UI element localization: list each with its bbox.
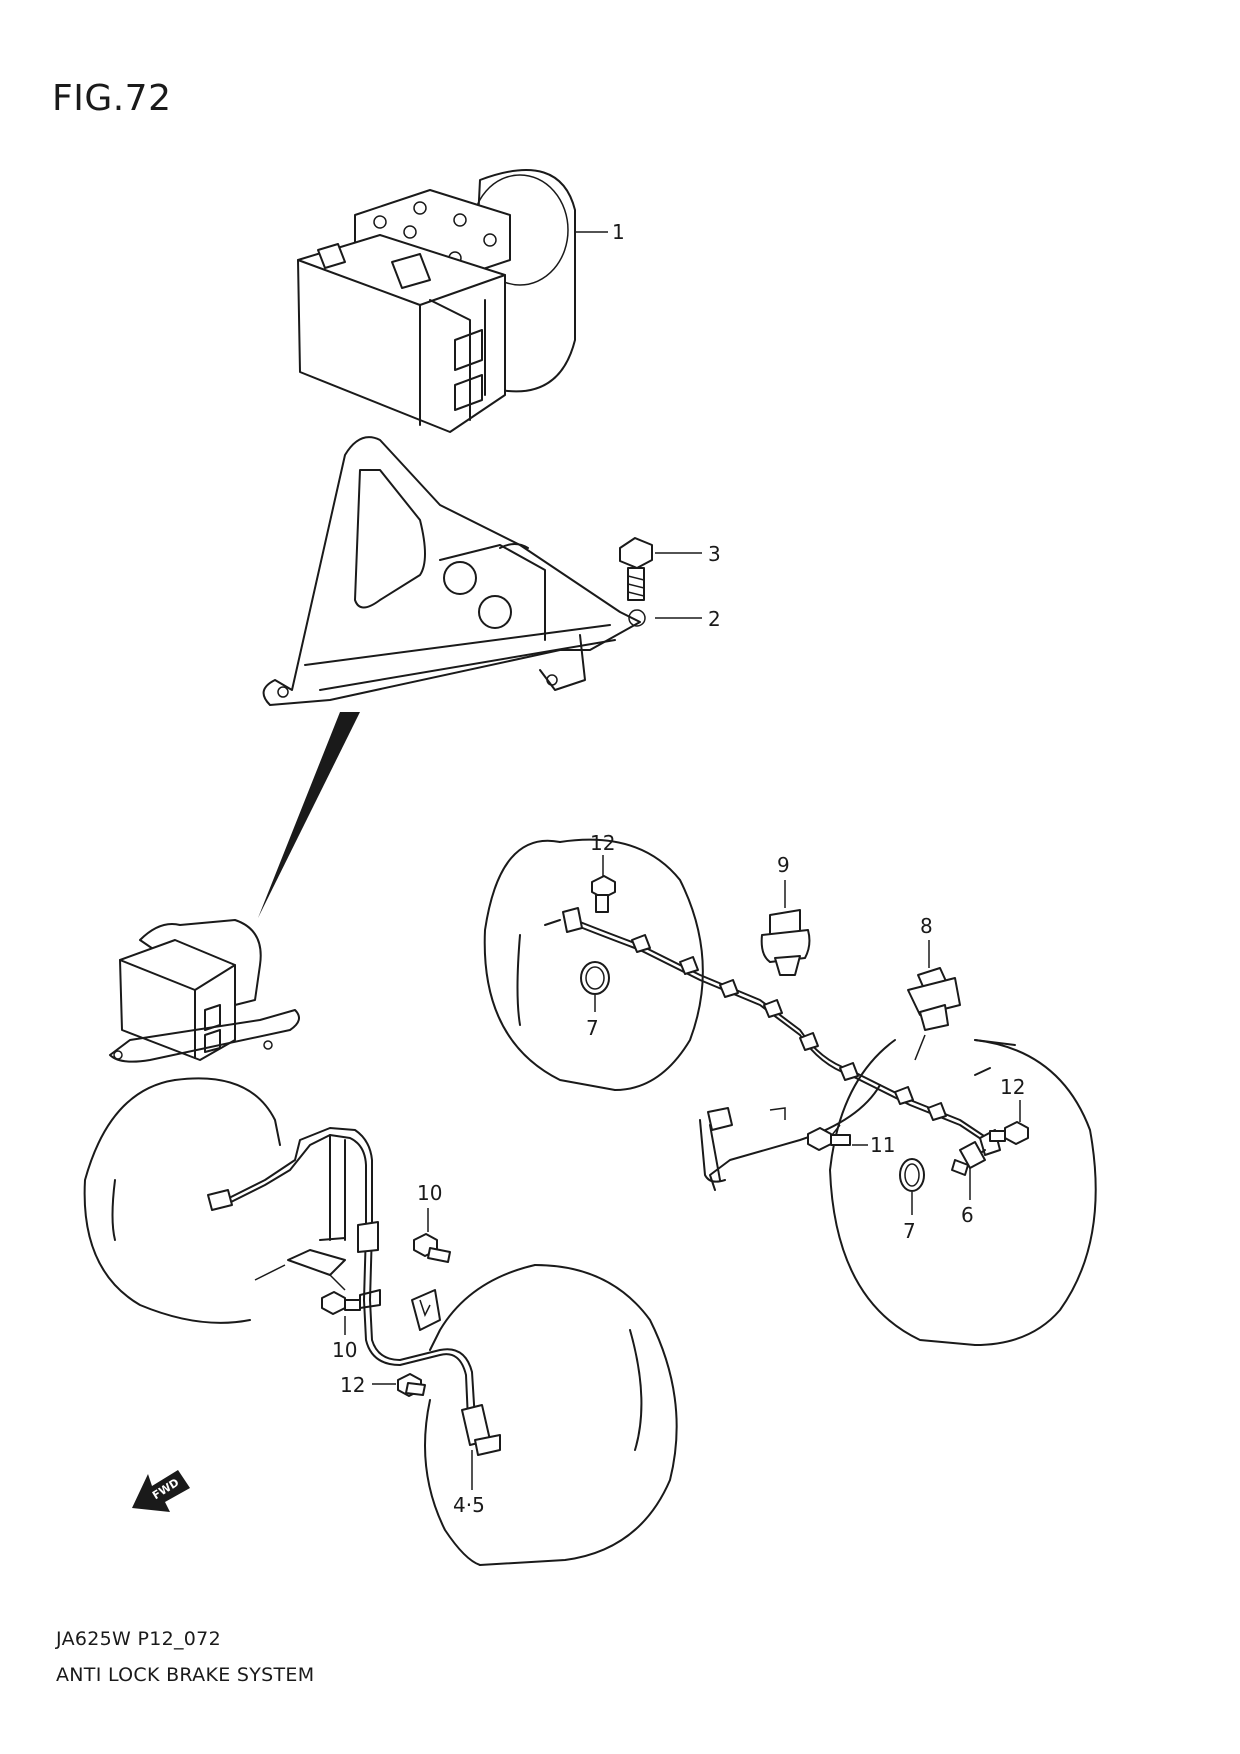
callout-1: 1 [612, 220, 625, 244]
sensor-bolt-12-rear-left[interactable] [591, 875, 616, 913]
sensor-bolt-12-front[interactable] [397, 1373, 426, 1397]
location-pointer [258, 712, 360, 918]
harness-bolt-10-upper[interactable] [413, 1233, 451, 1263]
callout-12b: 12 [1000, 1075, 1025, 1099]
callout-7b: 7 [903, 1219, 916, 1243]
harness-clip-9[interactable] [760, 909, 811, 976]
callout-2: 2 [708, 607, 721, 631]
callout-12c: 12 [340, 1373, 365, 1397]
abs-hydraulic-unit[interactable] [297, 169, 576, 433]
harness-bolt-10-lower[interactable] [321, 1291, 361, 1315]
bracket-bolt[interactable] [619, 537, 653, 601]
callout-12a: 12 [590, 831, 615, 855]
front-sensor-harness[interactable] [207, 1127, 479, 1441]
callout-3: 3 [708, 542, 721, 566]
figure-name: ANTI LOCK BRAKE SYSTEM [56, 1664, 315, 1686]
callout-9: 9 [777, 853, 790, 877]
front-wheel-right [424, 1264, 678, 1566]
callout-4-5: 4·5 [453, 1493, 485, 1517]
callout-10b: 10 [332, 1338, 357, 1362]
front-wheel-speed-sensor-4-5[interactable] [461, 1404, 501, 1456]
rear-wheel-speed-sensor-6[interactable] [951, 1141, 986, 1176]
sensor-bolt-12-rear-right[interactable] [989, 1121, 1029, 1145]
harness-connector-8[interactable] [907, 967, 961, 1031]
rear-wheel-left [483, 838, 704, 1091]
callout-6: 6 [961, 1203, 974, 1227]
figure-code: JA625W P12_072 [56, 1628, 221, 1650]
figure-title: FIG.72 [52, 78, 172, 119]
rear-sensor-harness[interactable] [544, 907, 1001, 1191]
callout-7a: 7 [586, 1016, 599, 1040]
callout-11: 11 [870, 1133, 895, 1157]
callout-8: 8 [920, 914, 933, 938]
rear-wheel-right [829, 1039, 1097, 1346]
o-ring-7-rear-right[interactable] [899, 1158, 925, 1192]
callout-10a: 10 [417, 1181, 442, 1205]
front-wheel-left [83, 1077, 281, 1324]
forward-direction-arrow: FWD [132, 1470, 190, 1512]
harness-bolt-11[interactable] [807, 1127, 851, 1151]
abs-bracket[interactable] [262, 436, 646, 706]
abs-unit-installed-view [109, 919, 300, 1063]
